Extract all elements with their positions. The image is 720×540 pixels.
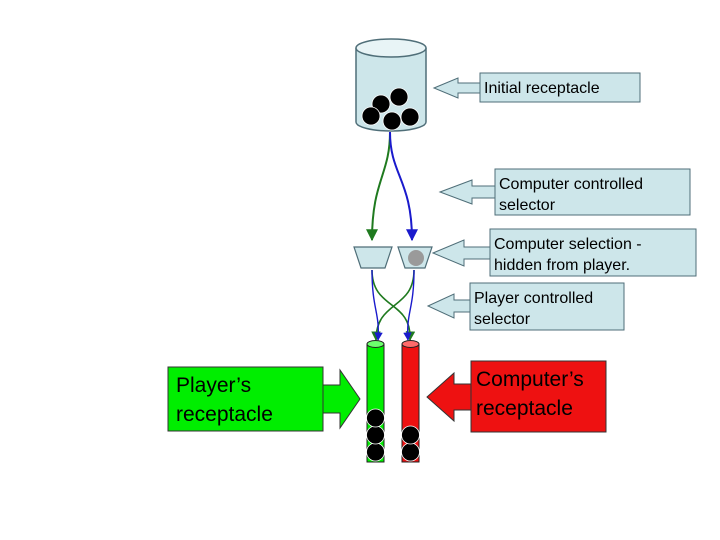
- initial-receptacle: [355, 38, 427, 132]
- player-tube: [366, 340, 385, 463]
- ball: [400, 107, 420, 127]
- callout-player-controlled-selector: Player controlled selector: [426, 282, 625, 331]
- callout-computers-receptacle: Computer’s receptacle: [426, 360, 607, 433]
- label-players-receptacle-line2: receptacle: [176, 403, 273, 426]
- hidden-ball: [408, 250, 424, 266]
- callout-computer-controlled-selector: Computer controlled selector: [438, 168, 691, 216]
- selector-paths-lower: [371, 269, 416, 341]
- label-computers-receptacle-line1: Computer’s: [476, 368, 584, 391]
- callout-players-receptacle: Player’s receptacle: [167, 366, 361, 432]
- label-computer-selection-line1: Computer selection -: [494, 236, 642, 253]
- label-computers-receptacle-line2: receptacle: [476, 397, 573, 420]
- initial-receptacle-balls: [361, 87, 420, 131]
- ball: [366, 425, 385, 445]
- label-computer-controlled-selector-line1: Computer controlled: [499, 176, 643, 193]
- selector-paths-upper: [366, 131, 418, 242]
- computer-receptacle-balls: [401, 425, 420, 462]
- player-receptacle-balls: [366, 408, 385, 462]
- label-player-controlled-selector-line2: selector: [474, 311, 531, 328]
- label-computer-controlled-selector-line2: selector: [499, 197, 556, 214]
- computer-selector-funnels: [353, 246, 433, 269]
- ball: [401, 442, 420, 462]
- label-computer-selection-line2: hidden from player.: [494, 257, 630, 274]
- label-player-controlled-selector-line1: Player controlled: [474, 290, 593, 307]
- label-initial-receptacle: Initial receptacle: [484, 80, 600, 97]
- ball: [361, 106, 381, 126]
- computer-tube: [401, 340, 420, 463]
- callout-initial-receptacle: Initial receptacle: [432, 72, 641, 103]
- ball: [382, 111, 402, 131]
- ball: [389, 87, 409, 107]
- ball: [366, 408, 385, 428]
- ball: [401, 425, 420, 445]
- label-players-receptacle-line1: Player’s: [176, 374, 251, 397]
- callout-computer-selection: Computer selection - hidden from player.: [431, 228, 697, 277]
- left-funnel: [353, 246, 393, 269]
- ball: [366, 442, 385, 462]
